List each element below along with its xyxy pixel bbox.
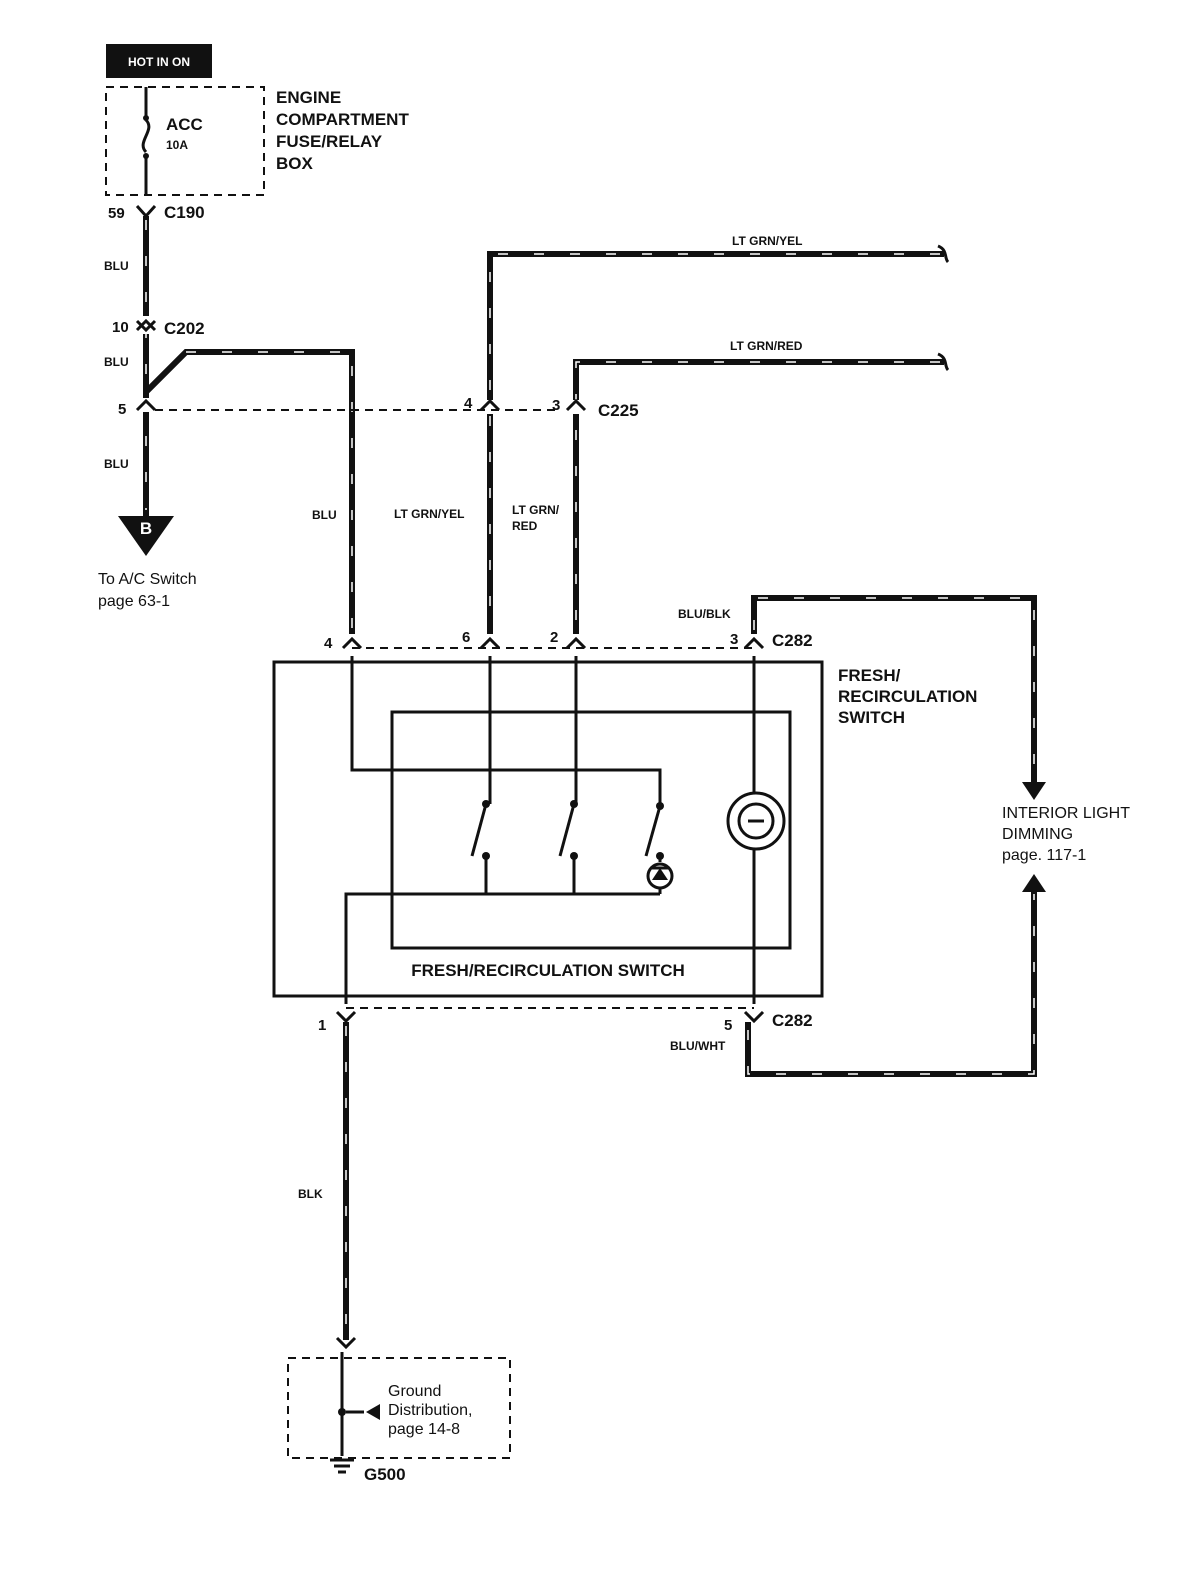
dimming-line-2: DIMMING (1002, 826, 1073, 843)
wire-label-lt-grn-yel-side: LT GRN/YEL (394, 507, 464, 521)
wire-label-blu-4: BLU (312, 508, 337, 522)
wire-blu-branch (143, 349, 355, 634)
ground-distribution-box (287, 1357, 511, 1459)
wire-label-blu-2: BLU (104, 355, 129, 369)
wire-blu-wht (745, 874, 1046, 1077)
interior-light-dimming: INTERIOR LIGHT DIMMING page. 117-1 (1002, 805, 1130, 864)
wire-lt-grn-red (573, 352, 950, 634)
wire-label-blu-3: BLU (104, 457, 129, 471)
fuse-box-title-3: FUSE/RELAY (276, 132, 383, 151)
wire-blu-blk (751, 595, 1046, 800)
c202-name: C202 (164, 319, 205, 338)
switch-outer-box (272, 660, 824, 998)
wire-label-lt-grn-yel-top: LT GRN/YEL (732, 234, 802, 248)
hot-in-on-label: HOT IN ON (128, 55, 190, 69)
ground-dist-line-3: page 14-8 (388, 1421, 460, 1438)
connector-c282-top: 4 6 2 3 C282 (324, 629, 813, 652)
arrow-left-icon (366, 1404, 380, 1420)
ground-dist-line-2: Distribution, (388, 1402, 472, 1419)
wire-label-blu-1: BLU (104, 259, 129, 273)
switch-contact-1 (470, 803, 488, 857)
connector-c202: 10 C202 5 (112, 318, 205, 418)
c282-bottom-pin-1: 1 (318, 1017, 326, 1034)
wire-label-blu-wht: BLU/WHT (670, 1039, 726, 1053)
arrow-up-icon (1022, 874, 1046, 892)
switch-inner-label: FRESH/RECIRCULATION SWITCH (411, 961, 685, 980)
dimming-line-1: INTERIOR LIGHT (1002, 805, 1130, 822)
c282-top-pin-3: 3 (730, 631, 738, 648)
fresh-recirc-switch-assembly: FRESH/RECIRCULATION SWITCH (272, 656, 824, 1004)
c282-top-name: C282 (772, 631, 813, 650)
wire-label-blk: BLK (298, 1187, 323, 1201)
c190-pin: 59 (108, 205, 125, 222)
wire-label-lt-grn-red-side-1: LT GRN/ (512, 503, 560, 517)
fuse-box-outline (105, 86, 265, 196)
fuse-box-title-2: COMPARTMENT (276, 110, 409, 129)
c225-pin-a: 4 (464, 395, 473, 412)
fuse-relay-box: ACC 10A ENGINE COMPARTMENT FUSE/RELAY BO… (105, 86, 409, 196)
switch-side-label-2: RECIRCULATION (838, 687, 977, 706)
c282-bottom-name: C282 (772, 1011, 813, 1030)
c190-name: C190 (164, 203, 205, 222)
connector-c225: 4 3 C225 (464, 395, 639, 420)
hot-in-on-tag: HOT IN ON (106, 44, 212, 78)
switch-inner-box (390, 710, 792, 950)
c202-pin-bottom: 5 (118, 401, 126, 418)
ac-switch-reference: B To A/C Switch page 63-1 (98, 516, 197, 610)
c282-top-pin-4: 4 (324, 635, 333, 652)
fuse-icon (141, 118, 151, 154)
connector-c282-bottom: 1 5 C282 (318, 1007, 813, 1034)
ac-switch-triangle-icon (118, 516, 174, 556)
ground-distribution: Ground Distribution, page 14-8 G500 (287, 1352, 511, 1484)
c202-pin-top: 10 (112, 319, 129, 336)
c282-top-pin-2: 2 (550, 629, 558, 646)
ground-dist-line-1: Ground (388, 1383, 441, 1400)
fuse-rating: 10A (166, 138, 188, 152)
wire-label-lt-grn-red-top: LT GRN/RED (730, 339, 803, 353)
switch-side-label-3: SWITCH (838, 708, 905, 727)
ac-switch-letter: B (140, 519, 152, 538)
switch-contact-2 (558, 803, 576, 857)
fuse-name: ACC (166, 115, 203, 134)
ground-symbol-icon (330, 1458, 354, 1474)
switch-contact-3 (644, 805, 662, 857)
dimming-line-3: page. 117-1 (1002, 847, 1086, 864)
switch-side-label-1: FRESH/ (838, 666, 901, 685)
wire-label-lt-grn-red-side-2: RED (512, 519, 538, 533)
fuse-box-title-1: ENGINE (276, 88, 341, 107)
c225-pin-b: 3 (552, 397, 560, 414)
connector-c190: 59 C190 (108, 203, 205, 222)
c282-top-pin-6: 6 (462, 629, 470, 646)
c282-bottom-pin-5: 5 (724, 1017, 732, 1034)
fuse-box-title-4: BOX (276, 154, 314, 173)
ac-switch-line-1: To A/C Switch (98, 571, 197, 588)
c225-name: C225 (598, 401, 639, 420)
wire-label-blu-blk: BLU/BLK (678, 607, 731, 621)
ground-name: G500 (364, 1465, 406, 1484)
ac-switch-line-2: page 63-1 (98, 593, 170, 610)
arrow-down-icon (1022, 782, 1046, 800)
wire-lt-grn-yel (487, 244, 950, 634)
wire-blk (335, 1022, 357, 1350)
